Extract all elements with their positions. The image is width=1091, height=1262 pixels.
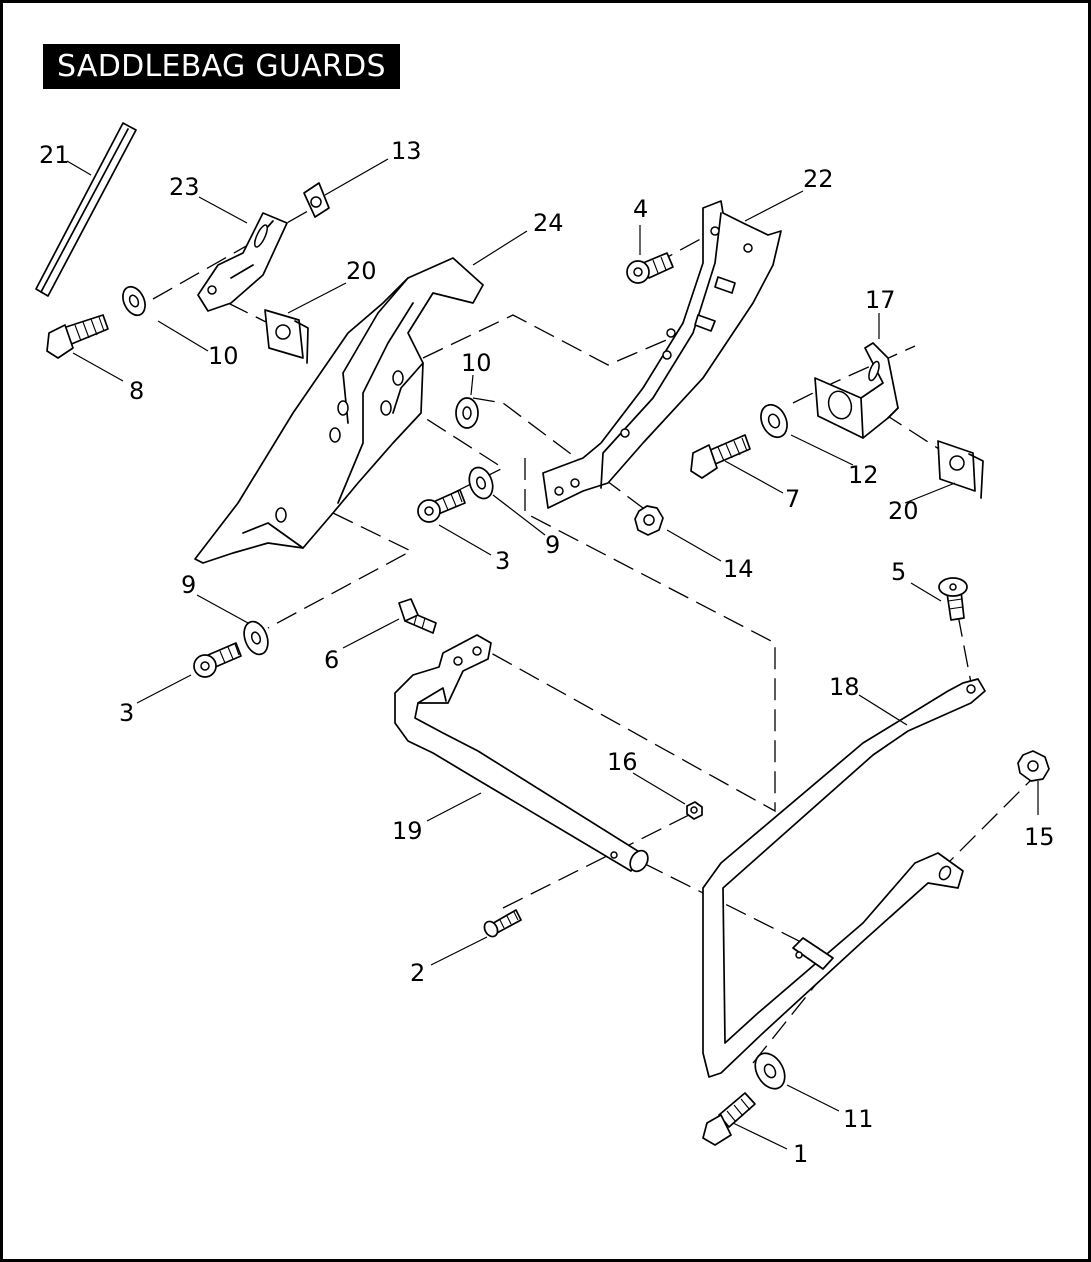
callout-3-upper: 3	[495, 547, 510, 575]
screw-part-3-upper	[417, 489, 466, 523]
screw-part-6	[398, 598, 437, 634]
callout-10-upper: 10	[208, 342, 239, 370]
callout-8: 8	[129, 377, 144, 405]
parts-diagram: 21 23 13 22 4 24 20 10 8 17 10 12 7 20 9…	[35, 122, 1055, 1168]
callout-1: 1	[793, 1140, 808, 1168]
callout-21: 21	[39, 141, 70, 169]
leader-lines	[66, 158, 1039, 1150]
screw-part-3-lower	[193, 642, 242, 678]
washer-part-9-upper	[468, 466, 494, 500]
assembly-lines	[152, 210, 1034, 1064]
callout-20-upper: 20	[346, 257, 377, 285]
callout-13: 13	[391, 137, 422, 165]
callout-7: 7	[785, 485, 800, 513]
callout-5: 5	[891, 558, 906, 586]
nut-part-14	[634, 505, 664, 536]
screw-part-5	[938, 577, 968, 621]
bolt-part-7	[690, 434, 751, 479]
callout-9-upper: 9	[545, 531, 560, 559]
washer-part-10-upper	[122, 285, 146, 317]
callout-6: 6	[324, 646, 339, 674]
washer-part-10-lower	[455, 397, 479, 429]
washer-part-9-lower	[243, 620, 269, 656]
support-bracket-part-22	[542, 200, 782, 509]
saddlebag-guard-part-18	[702, 678, 986, 1078]
callout-11: 11	[843, 1105, 874, 1133]
callout-16: 16	[607, 748, 638, 776]
callout-19: 19	[392, 817, 423, 845]
bolt-part-1	[702, 1092, 756, 1146]
page-title: SADDLEBAG GUARDS	[43, 44, 400, 89]
clip-part-20-upper	[264, 309, 309, 364]
callout-20-lower: 20	[888, 497, 919, 525]
nut-part-16	[686, 801, 703, 820]
bracket-part-23	[197, 212, 288, 312]
clip-part-20-lower	[937, 440, 984, 499]
bracket-part-17	[814, 342, 899, 439]
washer-part-12	[760, 403, 788, 439]
mount-bracket-part-24	[194, 257, 484, 564]
callout-10-middle: 10	[461, 349, 492, 377]
strip-part-21	[35, 122, 137, 297]
callout-15: 15	[1024, 823, 1055, 851]
callout-labels: 21 23 13 22 4 24 20 10 8 17 10 12 7 20 9…	[39, 137, 1055, 1168]
screw-part-4	[626, 252, 674, 284]
screw-part-2	[483, 909, 522, 938]
callout-14: 14	[723, 555, 754, 583]
callout-18: 18	[829, 673, 860, 701]
callout-23: 23	[169, 173, 200, 201]
bolt-part-8	[46, 314, 109, 359]
washer-part-11	[754, 1052, 786, 1090]
guard-rail-part-19	[394, 634, 649, 873]
clip-nut-part-13	[303, 182, 330, 218]
callout-12: 12	[848, 461, 879, 489]
nut-part-15	[1017, 750, 1050, 782]
callout-2: 2	[410, 959, 425, 987]
callout-3-lower: 3	[119, 699, 134, 727]
callout-4: 4	[633, 195, 648, 223]
callout-9-lower: 9	[181, 571, 196, 599]
callout-17: 17	[865, 286, 896, 314]
callout-24: 24	[533, 209, 564, 237]
callout-22: 22	[803, 165, 834, 193]
